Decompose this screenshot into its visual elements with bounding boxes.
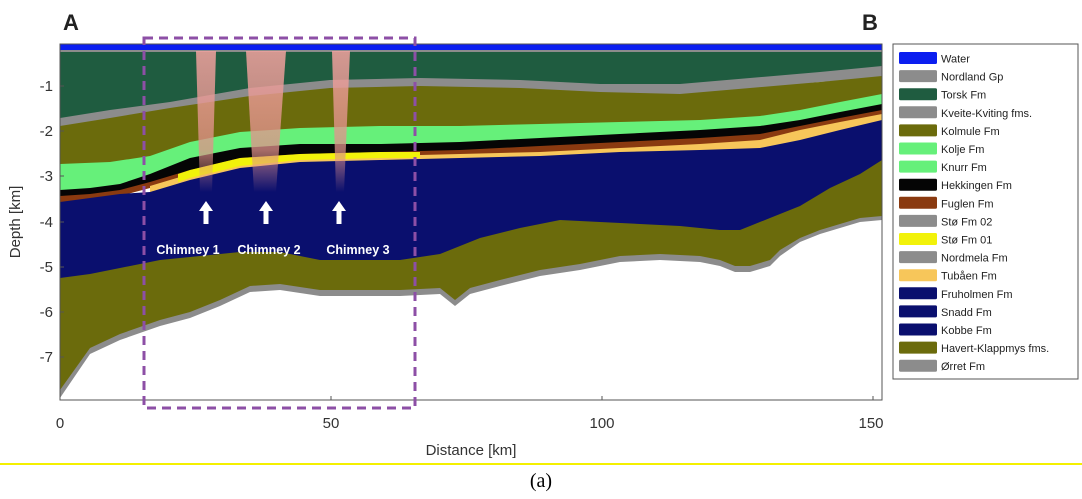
chimney-1-arrow-icon (199, 201, 213, 224)
legend-label: Nordland Gp (941, 72, 1003, 84)
legend-swatch (899, 341, 937, 354)
figure-caption: (a) (529, 470, 553, 492)
legend-label: Hekkingen Fm (941, 180, 1012, 192)
layer-kveite (60, 66, 882, 128)
legend-swatch (899, 142, 937, 155)
y-tick-label: -3 (40, 168, 53, 185)
layer-water (60, 44, 882, 51)
endpoint-label-a: A (63, 10, 79, 35)
x-tick-label: 0 (56, 415, 64, 432)
legend-label: Kolje Fm (941, 144, 984, 156)
chimney-3-plume (332, 51, 350, 192)
legend-swatch (899, 88, 937, 101)
legend-swatch (899, 233, 937, 245)
legend-swatch (899, 269, 937, 282)
legend-label: Fruholmen Fm (941, 289, 1013, 301)
chimney-1-label: Chimney 1 (156, 243, 219, 257)
legend-swatch (899, 178, 937, 191)
highlight-box (142, 36, 417, 410)
y-tick-label: -1 (40, 78, 53, 95)
layer-sto-01 (178, 152, 420, 182)
x-axis: 0 50 100 150 Distance [km] (56, 396, 884, 459)
y-tick-label: -4 (40, 214, 53, 231)
legend-swatch (899, 52, 937, 64)
legend-label: Nordmela Fm (941, 253, 1008, 265)
legend-label: Kolmule Fm (941, 126, 1000, 138)
legend-swatch (899, 160, 937, 173)
legend-label: Tubåen Fm (941, 271, 997, 283)
legend-swatch (899, 214, 937, 227)
legend-label: Stø Fm 02 (941, 216, 992, 228)
chimney-2-plume (246, 51, 286, 192)
legend-swatch (899, 323, 937, 336)
legend-label: Water (941, 54, 970, 66)
legend-swatch (899, 124, 937, 137)
legend-label: Ørret Fm (941, 361, 985, 373)
chimney-2-label: Chimney 2 (237, 243, 300, 257)
y-tick-label: -5 (40, 259, 53, 276)
y-axis-title: Depth [km] (7, 186, 24, 259)
legend-label: Havert-Klappmys fms. (941, 343, 1049, 355)
chimney-3-label: Chimney 3 (326, 243, 389, 257)
layer-fruholmen-snadd-kobbe (60, 120, 882, 280)
x-axis-title: Distance [km] (426, 442, 517, 459)
chimney-arrows (199, 201, 346, 224)
layer-havert-klappmys (60, 160, 882, 392)
legend-swatch (899, 70, 937, 83)
legend-label: Kveite-Kviting fms. (941, 108, 1032, 120)
x-tick-label: 150 (858, 415, 883, 432)
chimney-2-arrow-icon (259, 201, 273, 224)
legend-swatch (899, 287, 937, 300)
legend-label: Torsk Fm (941, 90, 986, 102)
layer-sto-tubaen (150, 114, 882, 194)
legend-swatch (899, 359, 937, 372)
legend-label: Stø Fm 01 (941, 235, 992, 247)
x-tick-label: 50 (323, 415, 340, 432)
legend-swatch (899, 106, 937, 119)
legend-swatch (899, 251, 937, 264)
endpoint-label-b: B (862, 10, 878, 35)
chimney-1-plume (196, 51, 216, 192)
legend-swatch (899, 196, 937, 209)
y-tick-label: -7 (40, 349, 53, 366)
legend-swatch (899, 305, 937, 318)
y-tick-label: -2 (40, 123, 53, 140)
chimney-3-arrow-icon (332, 201, 346, 224)
x-tick-label: 100 (589, 415, 614, 432)
y-axis: -1 -2 -3 -4 -5 -6 -7 Depth [km] (7, 78, 64, 366)
legend-label: Fuglen Fm (941, 198, 994, 210)
legend-label: Knurr Fm (941, 162, 987, 174)
legend-label: Kobbe Fm (941, 325, 992, 337)
legend-label: Snadd Fm (941, 307, 992, 319)
y-tick-label: -6 (40, 304, 53, 321)
plot-area (60, 44, 882, 400)
